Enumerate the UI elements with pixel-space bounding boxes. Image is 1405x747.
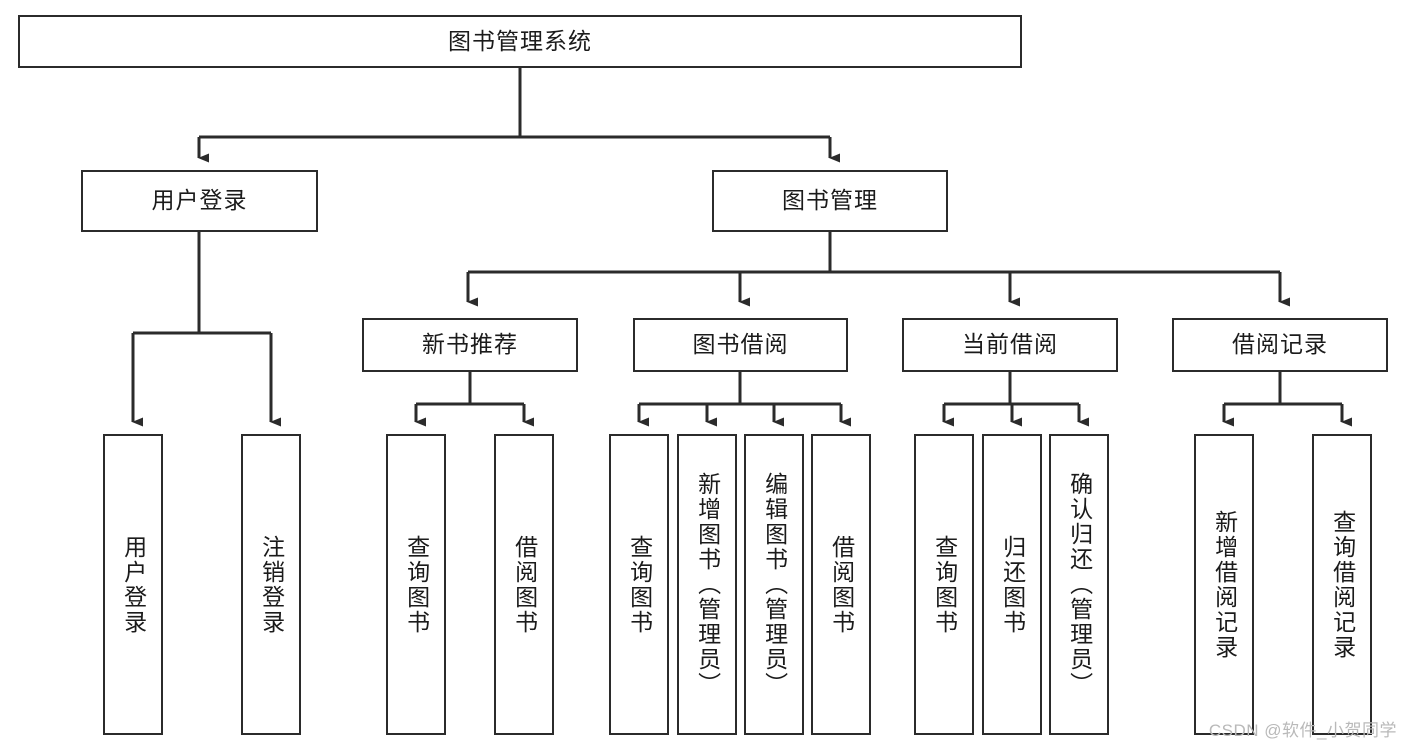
node-label: 新增借阅记录: [1211, 509, 1238, 660]
leaf-user-login-logout[interactable]: 注销登录: [241, 434, 301, 735]
node-label: 用户登录: [151, 187, 248, 214]
node-label: 图书管理系统: [448, 27, 592, 54]
node-user-login[interactable]: 用户登录: [81, 170, 318, 232]
node-new-book-recommendation[interactable]: 新书推荐: [362, 318, 578, 372]
node-label: 编辑图书（管理员）: [761, 472, 788, 697]
node-label: 当前借阅: [962, 331, 1058, 358]
node-label: 确认归还（管理员）: [1066, 472, 1093, 697]
leaf-book-borrow-add[interactable]: 新增图书（管理员）: [677, 434, 737, 735]
leaf-book-borrow-query[interactable]: 查询图书: [609, 434, 669, 735]
node-label: 借阅图书: [828, 534, 855, 635]
leaf-new-book-borrow[interactable]: 借阅图书: [494, 434, 554, 735]
leaf-new-book-query[interactable]: 查询图书: [386, 434, 446, 735]
leaf-borrow-record-query[interactable]: 查询借阅记录: [1312, 434, 1372, 735]
leaf-book-borrow-edit[interactable]: 编辑图书（管理员）: [744, 434, 804, 735]
leaf-current-borrow-query[interactable]: 查询图书: [914, 434, 974, 735]
leaf-book-borrow-borrow[interactable]: 借阅图书: [811, 434, 871, 735]
leaf-user-login-login[interactable]: 用户登录: [103, 434, 163, 735]
node-label: 图书管理: [782, 187, 878, 214]
node-label: 查询图书: [626, 534, 653, 635]
node-label: 用户登录: [120, 534, 147, 635]
node-label: 查询图书: [403, 534, 430, 635]
leaf-current-borrow-return[interactable]: 归还图书: [982, 434, 1042, 735]
node-label: 借阅记录: [1232, 331, 1328, 358]
node-label: 新书推荐: [422, 331, 518, 358]
node-label: 归还图书: [999, 534, 1026, 635]
leaf-current-borrow-confirm-return[interactable]: 确认归还（管理员）: [1049, 434, 1109, 735]
csdn-watermark: CSDN @软件_小贺同学: [1208, 721, 1397, 740]
node-label: 注销登录: [258, 534, 285, 635]
node-book-borrow[interactable]: 图书借阅: [633, 318, 848, 372]
node-label: 查询图书: [931, 534, 958, 635]
node-root-book-management-system[interactable]: 图书管理系统: [18, 15, 1022, 68]
node-label: 新增图书（管理员）: [694, 472, 721, 697]
node-borrow-record[interactable]: 借阅记录: [1172, 318, 1388, 372]
leaf-borrow-record-add[interactable]: 新增借阅记录: [1194, 434, 1254, 735]
node-current-borrow[interactable]: 当前借阅: [902, 318, 1118, 372]
node-label: 图书借阅: [692, 331, 789, 358]
node-book-management[interactable]: 图书管理: [712, 170, 948, 232]
node-label: 查询借阅记录: [1329, 509, 1356, 660]
node-label: 借阅图书: [511, 534, 538, 635]
